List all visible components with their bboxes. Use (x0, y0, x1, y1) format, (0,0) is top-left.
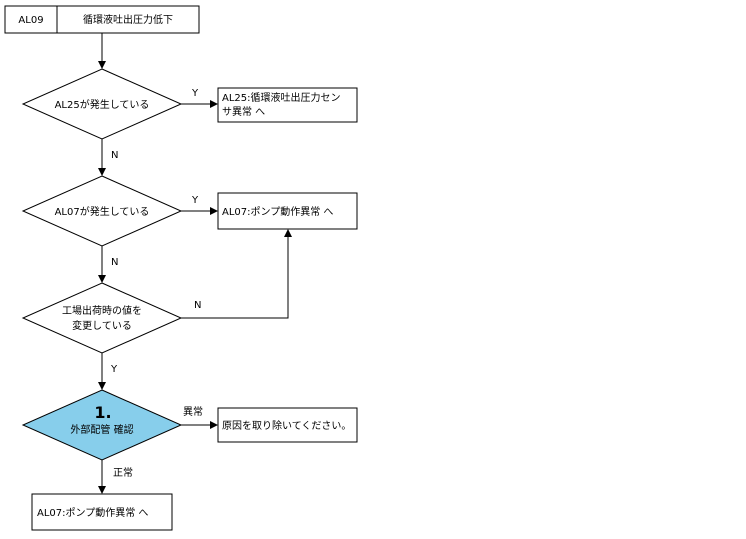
arrow-head (98, 382, 106, 390)
edge-label-yes: Y (191, 195, 199, 206)
result-remove-cause: 原因を取り除いてください。 (217, 407, 358, 443)
header-box: AL09 循環液吐出圧力低下 (4, 5, 200, 34)
result-al25-sensor: AL25:循環液吐出圧力セン サ異常 へ (217, 87, 358, 123)
arrow-head (210, 207, 218, 215)
result-al07-pump-text: AL07:ポンプ動作異常 へ (222, 205, 333, 218)
header-code: AL09 (18, 15, 43, 26)
edge-label-yes: Y (191, 88, 199, 99)
decision-factory-line1: 工場出荷時の値を (62, 304, 142, 317)
decision-external-piping: 1. 外部配管 確認 (21, 389, 183, 461)
result-al25-line2: サ異常 へ (222, 105, 265, 118)
result-al07-pump-bottom-text: AL07:ポンプ動作異常 へ (37, 506, 148, 519)
arrow-head (98, 168, 106, 176)
arrow-head (98, 486, 106, 494)
result-al07-pump-bottom: AL07:ポンプ動作異常 へ (31, 493, 173, 531)
edge-label-no: N (111, 150, 118, 161)
result-al07-pump: AL07:ポンプ動作異常 へ (217, 192, 358, 230)
decision-external-piping-text: 外部配管 確認 (70, 423, 133, 436)
result-remove-cause-text: 原因を取り除いてください。 (222, 419, 351, 432)
decision-al07: AL07が発生している (21, 175, 183, 247)
edge-label-no: N (194, 300, 201, 311)
edge-label-abnormal: 異常 (183, 405, 203, 418)
connector (181, 236, 289, 319)
arrow-head (284, 229, 292, 237)
arrow-head (210, 100, 218, 108)
decision-al07-text: AL07が発生している (55, 205, 150, 218)
decision-al25: AL25が発生している (21, 68, 183, 140)
edge-label-yes: Y (110, 364, 118, 375)
edge-label-normal: 正常 (113, 466, 133, 479)
arrow-head (98, 61, 106, 69)
result-al25-line1: AL25:循環液吐出圧力セン (222, 91, 341, 104)
decision-number: 1. (94, 403, 111, 422)
decision-al25-text: AL25が発生している (55, 98, 150, 111)
arrow-head (210, 421, 218, 429)
decision-factory-default: 工場出荷時の値を 変更している (21, 282, 183, 354)
edge-label-no: N (111, 257, 118, 268)
decision-factory-line2: 変更している (72, 319, 132, 332)
header-title: 循環液吐出圧力低下 (83, 13, 173, 26)
arrow-head (98, 275, 106, 283)
